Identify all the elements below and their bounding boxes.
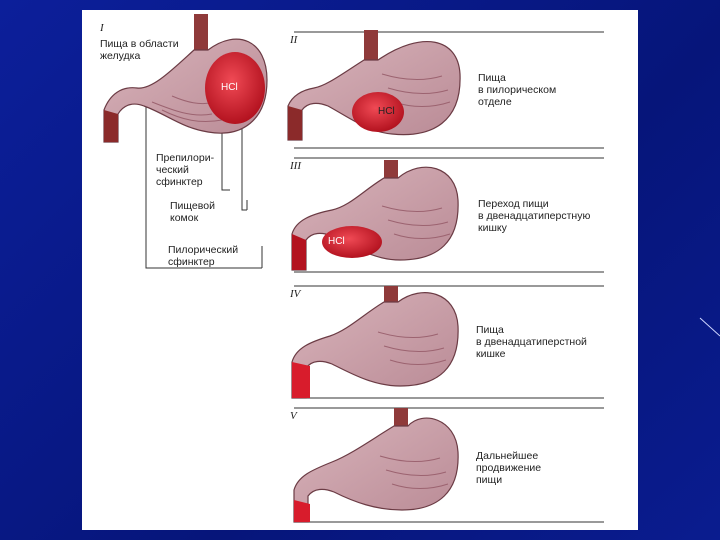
panel-label-4: Пища в двенадцатиперстной кишке (476, 324, 587, 360)
food-bolus-label: Пищевой комок (170, 200, 215, 224)
food-in-duodenum-4 (292, 362, 310, 398)
panel-numeral-2: II (290, 34, 297, 46)
hcl-label-3: HCl (328, 236, 345, 247)
stomach-panel-5 (294, 408, 458, 522)
panel-label-5: Дальнейшее продвижение пищи (476, 450, 541, 486)
pyloric-sphincter-label: Пилорический сфинктер (168, 244, 238, 268)
hcl-label-1: HCl (221, 82, 238, 93)
panel-numeral-4: IV (290, 288, 300, 300)
stomach-panel-2: HCl (288, 30, 460, 140)
panel-numeral-1: I (100, 22, 104, 34)
bolus-leader (242, 120, 247, 210)
stomach-motility-figure: HCl HCl HCl (82, 10, 638, 530)
hcl-label-2: HCl (378, 106, 395, 117)
prepyloric-sphincter-label: Препилори- ческий сфинктер (156, 152, 214, 188)
panel-numeral-3: III (290, 160, 301, 172)
panel-label-3: Переход пищи в двенадцатиперстную кишку (478, 198, 590, 234)
panel-numeral-5: V (290, 410, 297, 422)
panel-label-2: Пища в пилорическом отделе (478, 72, 556, 108)
stomach-panel-1: HCl (104, 14, 267, 142)
stomach-panel-3: HCl (292, 160, 458, 270)
panel-label-1: Пища в области желудка (100, 38, 179, 62)
stomach-panel-4 (292, 286, 458, 398)
